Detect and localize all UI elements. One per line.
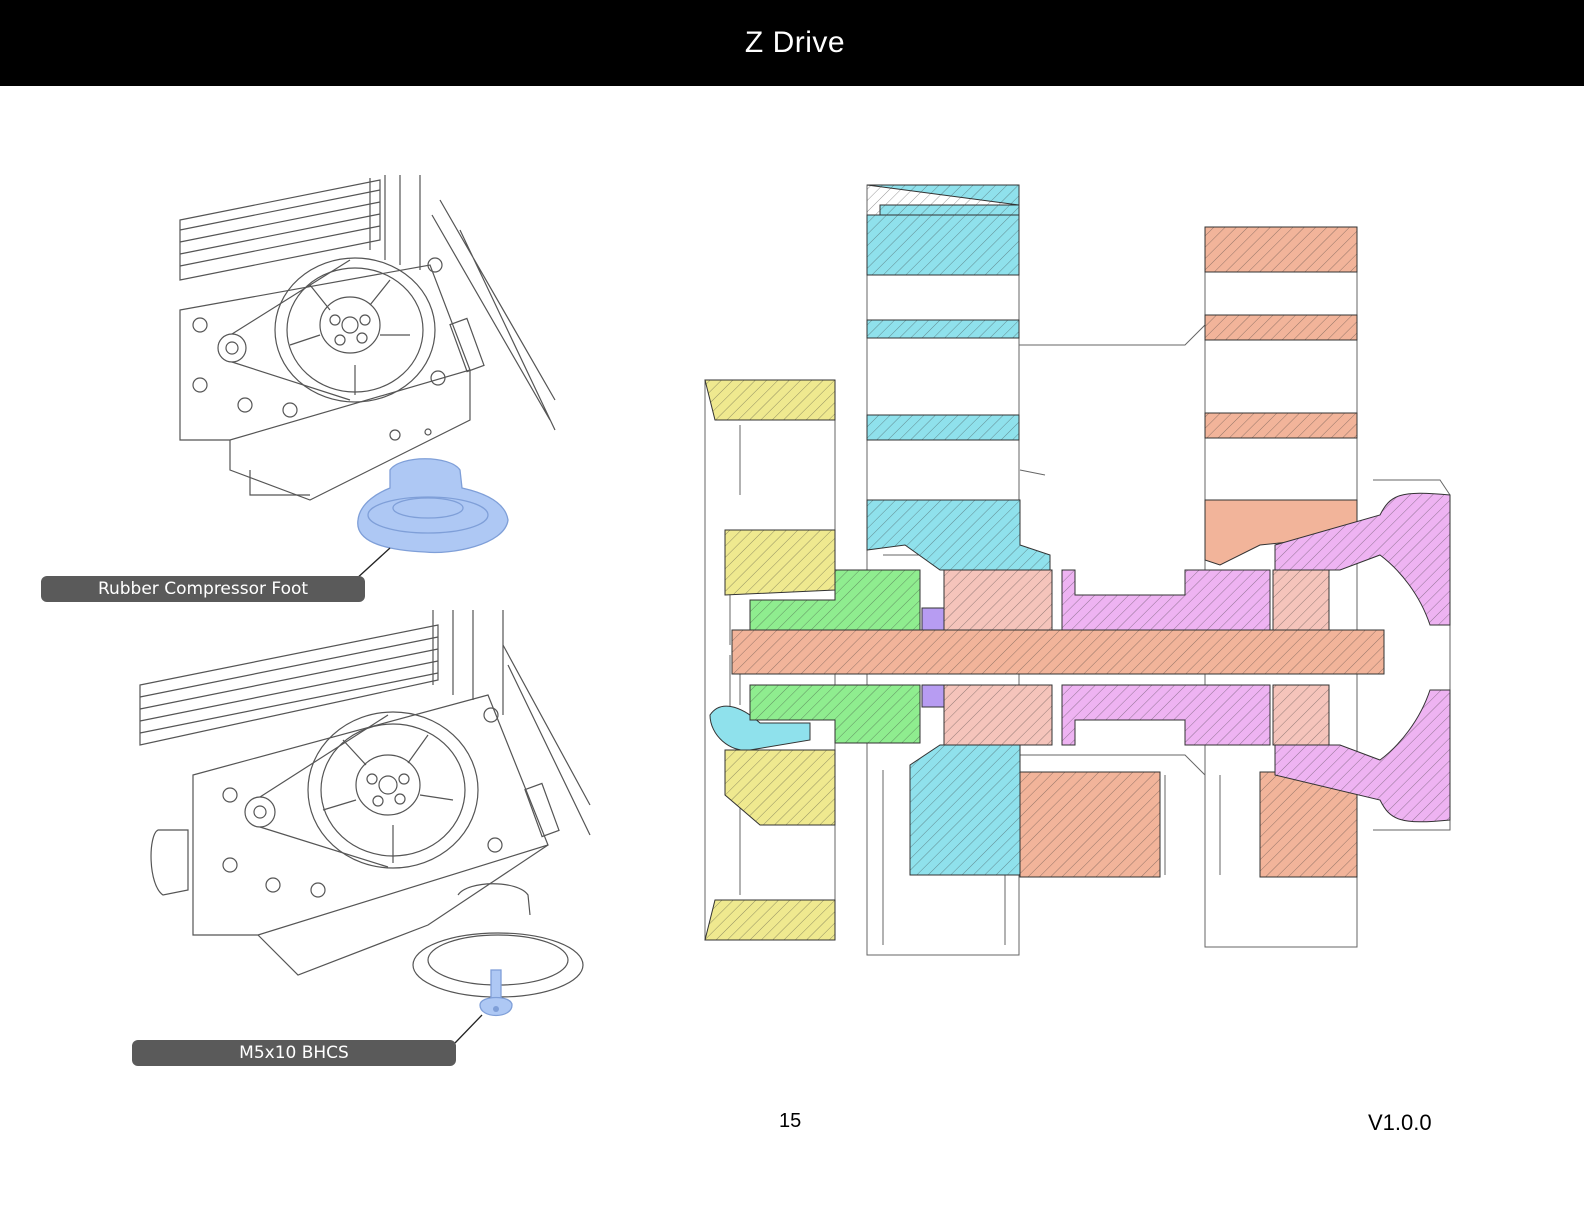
page-number: 15: [779, 1110, 802, 1132]
foot-callout-leader: [354, 547, 391, 581]
callout-label: Rubber Compressor Foot: [97, 579, 309, 599]
callout-m5x10-bhcs: M5x10 BHCS: [132, 1040, 456, 1066]
purple-spacer-section: [921, 607, 945, 708]
rubber-foot-part: [357, 458, 509, 554]
z-drive-cross-section: [704, 184, 1451, 956]
foot-install-illustration: [179, 175, 556, 554]
screw-install-illustration: [139, 610, 591, 1017]
page-title: Z Drive: [744, 26, 846, 59]
screw-callout-leader: [454, 1014, 483, 1044]
bhcs-screw-part: [479, 969, 513, 1017]
callout-label: M5x10 BHCS: [239, 1043, 349, 1063]
header-bar: Z Drive: [0, 0, 1584, 86]
callout-rubber-compressor-foot: Rubber Compressor Foot: [41, 576, 365, 602]
version-label: V1.0.0: [1368, 1110, 1432, 1135]
